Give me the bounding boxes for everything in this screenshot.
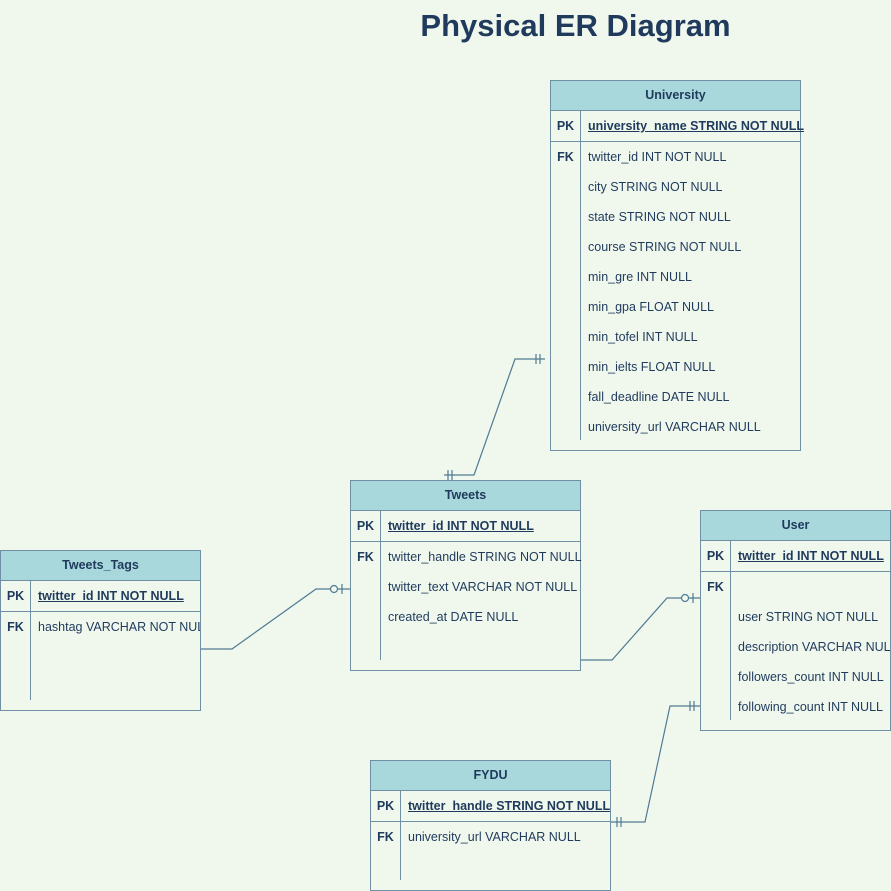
pk-label: PK <box>706 549 725 563</box>
field-text: created_at DATE NULL <box>388 610 519 624</box>
divider <box>730 540 731 720</box>
field-row: fall_deadline DATE NULL <box>551 382 800 412</box>
link-tweets-university <box>444 358 545 476</box>
fk-label: FK <box>7 620 24 634</box>
field-text: min_ielts FLOAT NULL <box>588 360 716 374</box>
table-header: User <box>701 511 890 541</box>
pk-field: twitter_id INT NOT NULL <box>38 589 184 603</box>
link-tags-tweets <box>201 588 350 650</box>
table-university[interactable]: University PK university_name STRING NOT… <box>550 80 804 451</box>
field-row: min_ielts FLOAT NULL <box>551 352 800 382</box>
field-text: university_url VARCHAR NULL <box>588 420 761 434</box>
field-row: state STRING NOT NULL <box>551 202 800 232</box>
table-fydu[interactable]: FYDU PK twitter_handle STRING NOT NULL F… <box>370 760 611 891</box>
field-text: twitter_id INT NOT NULL <box>588 150 727 164</box>
field-row: following_count INT NULL <box>701 692 890 722</box>
table-tweets-tags[interactable]: Tweets_Tags PK twitter_id INT NOT NULL F… <box>0 550 201 711</box>
pk-row: PK twitter_handle STRING NOT NULL <box>371 791 610 822</box>
pk-field: twitter_id INT NOT NULL <box>738 549 884 563</box>
field-row: created_at DATE NULL <box>351 602 580 632</box>
field-row: description VARCHAR NULL <box>701 632 890 662</box>
field-text: twitter_handle STRING NOT NULL <box>388 550 582 564</box>
field-row: FK <box>701 572 890 602</box>
table-header: FYDU <box>371 761 610 791</box>
field-row: FK twitter_id INT NOT NULL <box>551 142 800 172</box>
pk-label: PK <box>376 799 395 813</box>
field-row: university_url VARCHAR NULL <box>551 412 800 442</box>
field-text: hashtag VARCHAR NOT NULL <box>38 620 201 634</box>
link-fydu-user <box>611 705 700 823</box>
pk-row: PK twitter_id INT NOT NULL <box>1 581 200 612</box>
table-header: University <box>551 81 800 111</box>
field-text: twitter_text VARCHAR NOT NULL <box>388 580 578 594</box>
diagram-title: Physical ER Diagram <box>420 8 731 43</box>
pk-row: PK twitter_id INT NOT NULL <box>701 541 890 572</box>
field-text: user STRING NOT NULL <box>738 610 879 624</box>
field-text: city STRING NOT NULL <box>588 180 723 194</box>
field-text: state STRING NOT NULL <box>588 210 731 224</box>
pk-field: twitter_id INT NOT NULL <box>388 519 534 533</box>
pk-row: PK university_name STRING NOT NULL <box>551 111 804 142</box>
field-row: followers_count INT NULL <box>701 662 890 692</box>
table-header: Tweets <box>351 481 580 511</box>
field-row: course STRING NOT NULL <box>551 232 800 262</box>
pk-label: PK <box>356 519 375 533</box>
field-text: course STRING NOT NULL <box>588 240 742 254</box>
field-row: user STRING NOT NULL <box>701 602 890 632</box>
field-text: description VARCHAR NULL <box>738 640 891 654</box>
divider <box>400 790 401 880</box>
field-row: FK twitter_handle STRING NOT NULL <box>351 542 582 572</box>
field-row: FK university_url VARCHAR NULL <box>371 822 610 852</box>
table-tweets[interactable]: Tweets PK twitter_id INT NOT NULL FK twi… <box>350 480 582 671</box>
pk-row: PK twitter_id INT NOT NULL <box>351 511 580 542</box>
field-row: min_gpa FLOAT NULL <box>551 292 800 322</box>
divider <box>580 110 581 440</box>
field-row: twitter_text VARCHAR NOT NULL <box>351 572 580 602</box>
divider <box>380 510 381 660</box>
field-text: min_tofel INT NULL <box>588 330 698 344</box>
pk-field: university_name STRING NOT NULL <box>588 119 805 133</box>
pk-label: PK <box>556 119 575 133</box>
field-text: min_gre INT NULL <box>588 270 692 284</box>
fk-label: FK <box>377 830 394 844</box>
field-row: FK hashtag VARCHAR NOT NULL <box>1 612 200 642</box>
fk-label: FK <box>357 550 374 564</box>
table-header: Tweets_Tags <box>1 551 200 581</box>
pk-field: twitter_handle STRING NOT NULL <box>408 799 611 813</box>
divider <box>30 580 31 700</box>
field-text: followers_count INT NULL <box>738 670 884 684</box>
field-text: fall_deadline DATE NULL <box>588 390 730 404</box>
fk-label: FK <box>557 150 574 164</box>
table-user[interactable]: User PK twitter_id INT NOT NULL FK user … <box>700 510 891 731</box>
link-tweets-user <box>581 597 700 661</box>
field-text: min_gpa FLOAT NULL <box>588 300 714 314</box>
field-row: min_tofel INT NULL <box>551 322 800 352</box>
fk-label: FK <box>707 580 724 594</box>
field-text: following_count INT NULL <box>738 700 883 714</box>
pk-label: PK <box>6 589 25 603</box>
field-row: min_gre INT NULL <box>551 262 800 292</box>
field-text: university_url VARCHAR NULL <box>408 830 581 844</box>
field-row: city STRING NOT NULL <box>551 172 800 202</box>
